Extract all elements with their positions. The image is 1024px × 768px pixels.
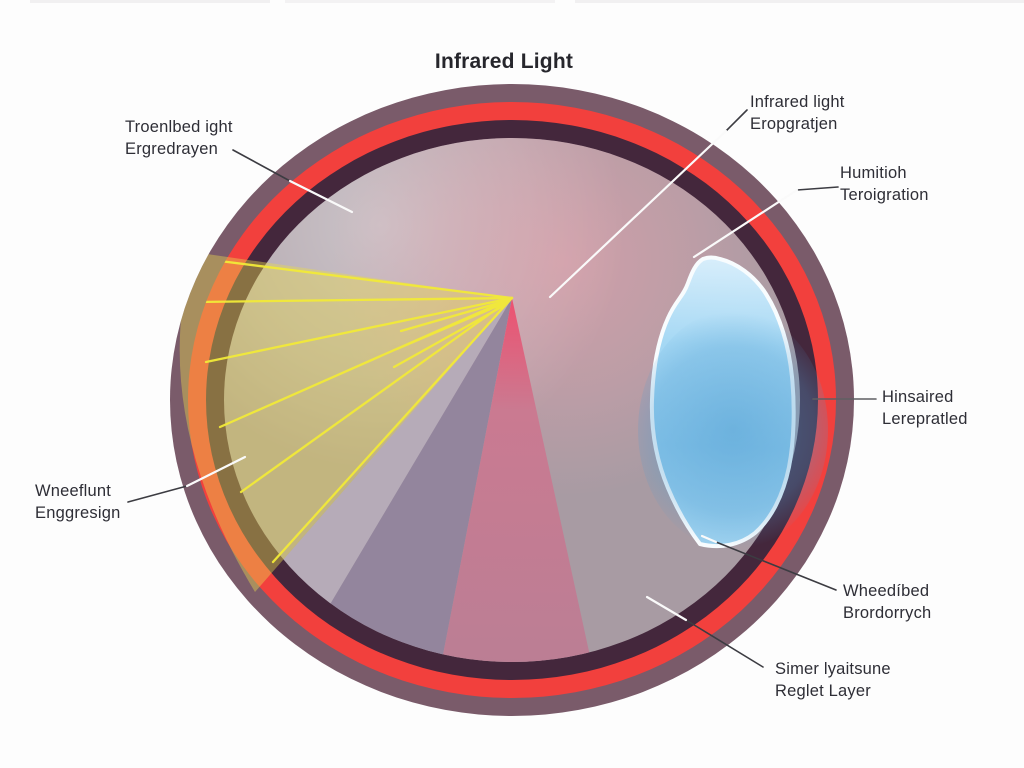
infrared-ray-bundle — [194, 256, 514, 564]
label-right-mid: Hinsaired Lerepratled — [882, 386, 968, 430]
label-top-left-line2: Ergredrayen — [125, 140, 218, 158]
label-bottom: Simer lyaitsune Reglet Layer — [775, 658, 891, 702]
label-top-right: Infrared light Eropgratjen — [750, 91, 845, 135]
label-bottom-right-line2: Brordorrych — [843, 604, 932, 622]
label-right-upper-line1: Humitioh — [840, 164, 907, 182]
label-right-mid-line1: Hinsaired — [882, 388, 954, 406]
label-bottom-right-line1: Wheedíbed — [843, 582, 930, 600]
label-bottom-right: Wheedíbed Brordorrych — [843, 580, 931, 624]
lens — [638, 255, 828, 550]
pink-light-cone — [430, 298, 600, 662]
label-top-right-line1: Infrared light — [750, 93, 845, 111]
label-right-mid-line2: Lerepratled — [882, 410, 968, 428]
label-top-left-line1: Troenlbed ight — [125, 118, 233, 136]
label-bottom-line1: Simer lyaitsune — [775, 660, 891, 678]
lavender-cone — [255, 298, 512, 655]
purple-cone — [300, 298, 512, 662]
diagram-title: Infrared Light — [434, 50, 574, 73]
leader-lines — [127, 109, 877, 668]
label-left-line1: Wneeflunt — [35, 482, 112, 500]
label-right-upper: Humitioh Teroigration — [840, 162, 929, 206]
label-right-upper-line2: Teroigration — [840, 186, 929, 204]
lens-core-shading — [638, 310, 828, 550]
top-edge-artifact-line — [30, 0, 1024, 3]
label-left: Wneeflunt Enggresign — [35, 480, 120, 524]
label-left-line2: Enggresign — [35, 504, 121, 522]
label-top-left: Troenlbed ight Ergredrayen — [125, 116, 233, 160]
label-top-right-line2: Eropgratjen — [750, 115, 838, 133]
label-bottom-line2: Reglet Layer — [775, 682, 871, 700]
yellow-light-wedge — [179, 252, 513, 592]
